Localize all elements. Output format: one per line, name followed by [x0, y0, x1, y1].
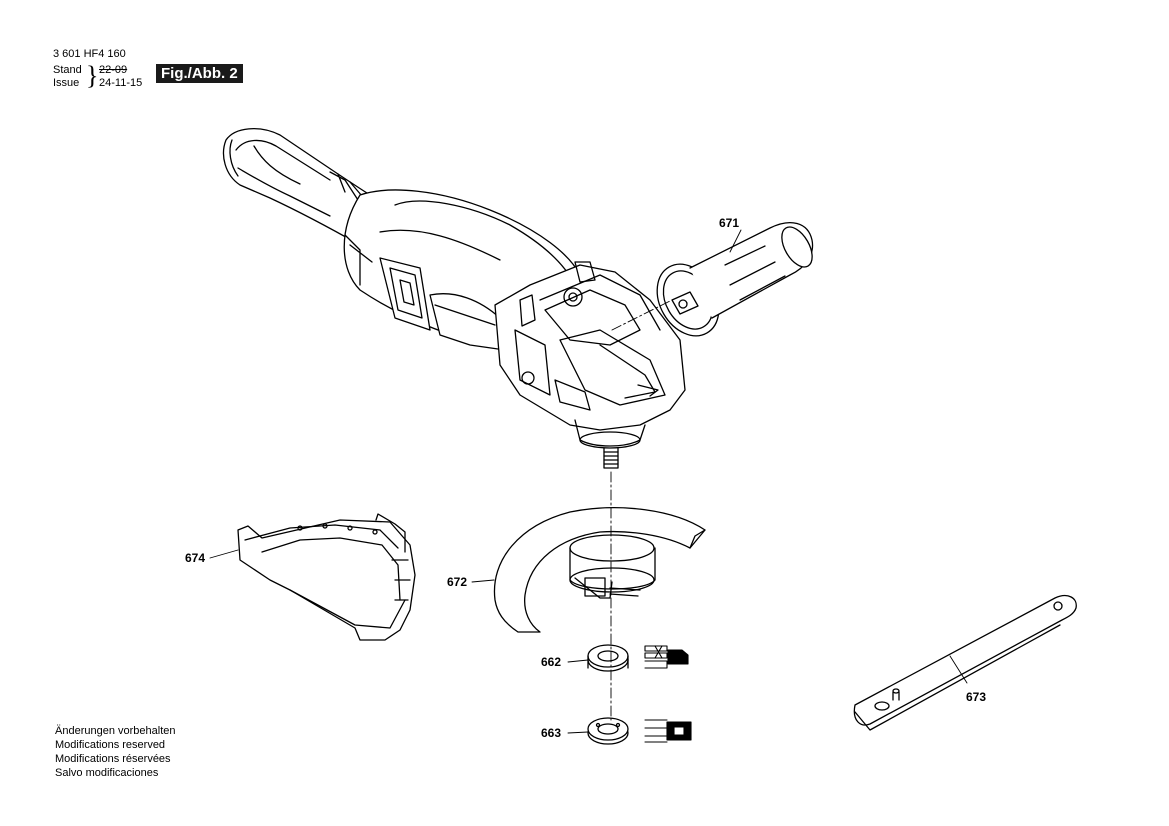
auxiliary-handle: [656, 222, 814, 337]
label-674: 674: [185, 551, 206, 565]
label-673: 673: [966, 690, 987, 704]
note-en: Modifications reserved: [55, 739, 166, 751]
note-de: Änderungen vorbehalten: [55, 725, 176, 737]
issue-label: Issue: [53, 77, 80, 89]
figure-label: Fig./Abb. 2: [156, 64, 243, 83]
old-date: 22-09: [99, 64, 128, 76]
wheel-guard: [493, 507, 706, 633]
leader-672: [471, 579, 495, 583]
note-fr: Modifications réservées: [55, 753, 171, 765]
flange-symbol-icon: [644, 645, 689, 669]
angle-grinder: [222, 128, 686, 469]
clamping-nut: [587, 717, 629, 745]
leader-662: [567, 659, 589, 663]
leader-674: [209, 549, 239, 559]
new-date: 24-11-15: [99, 77, 143, 89]
mounting-flange: [587, 644, 629, 672]
notes: Änderungen vorbehalten Modifications res…: [55, 724, 175, 780]
spanner: [853, 594, 1077, 731]
leader-671: [729, 229, 742, 253]
leader-663: [567, 731, 589, 734]
label-662: 662: [541, 655, 562, 669]
protective-cover: [237, 513, 416, 641]
handle-axis: [611, 299, 673, 331]
note-es: Salvo modificaciones: [55, 767, 159, 779]
brace-icon: }: [86, 61, 99, 90]
leader-673: [949, 655, 968, 684]
part-number: 3 601 HF4 160: [53, 48, 126, 60]
label-672: 672: [447, 575, 468, 589]
stand-label: Stand: [53, 64, 82, 76]
nut-symbol-icon: [644, 719, 692, 743]
label-671: 671: [719, 216, 740, 230]
label-663: 663: [541, 726, 562, 740]
